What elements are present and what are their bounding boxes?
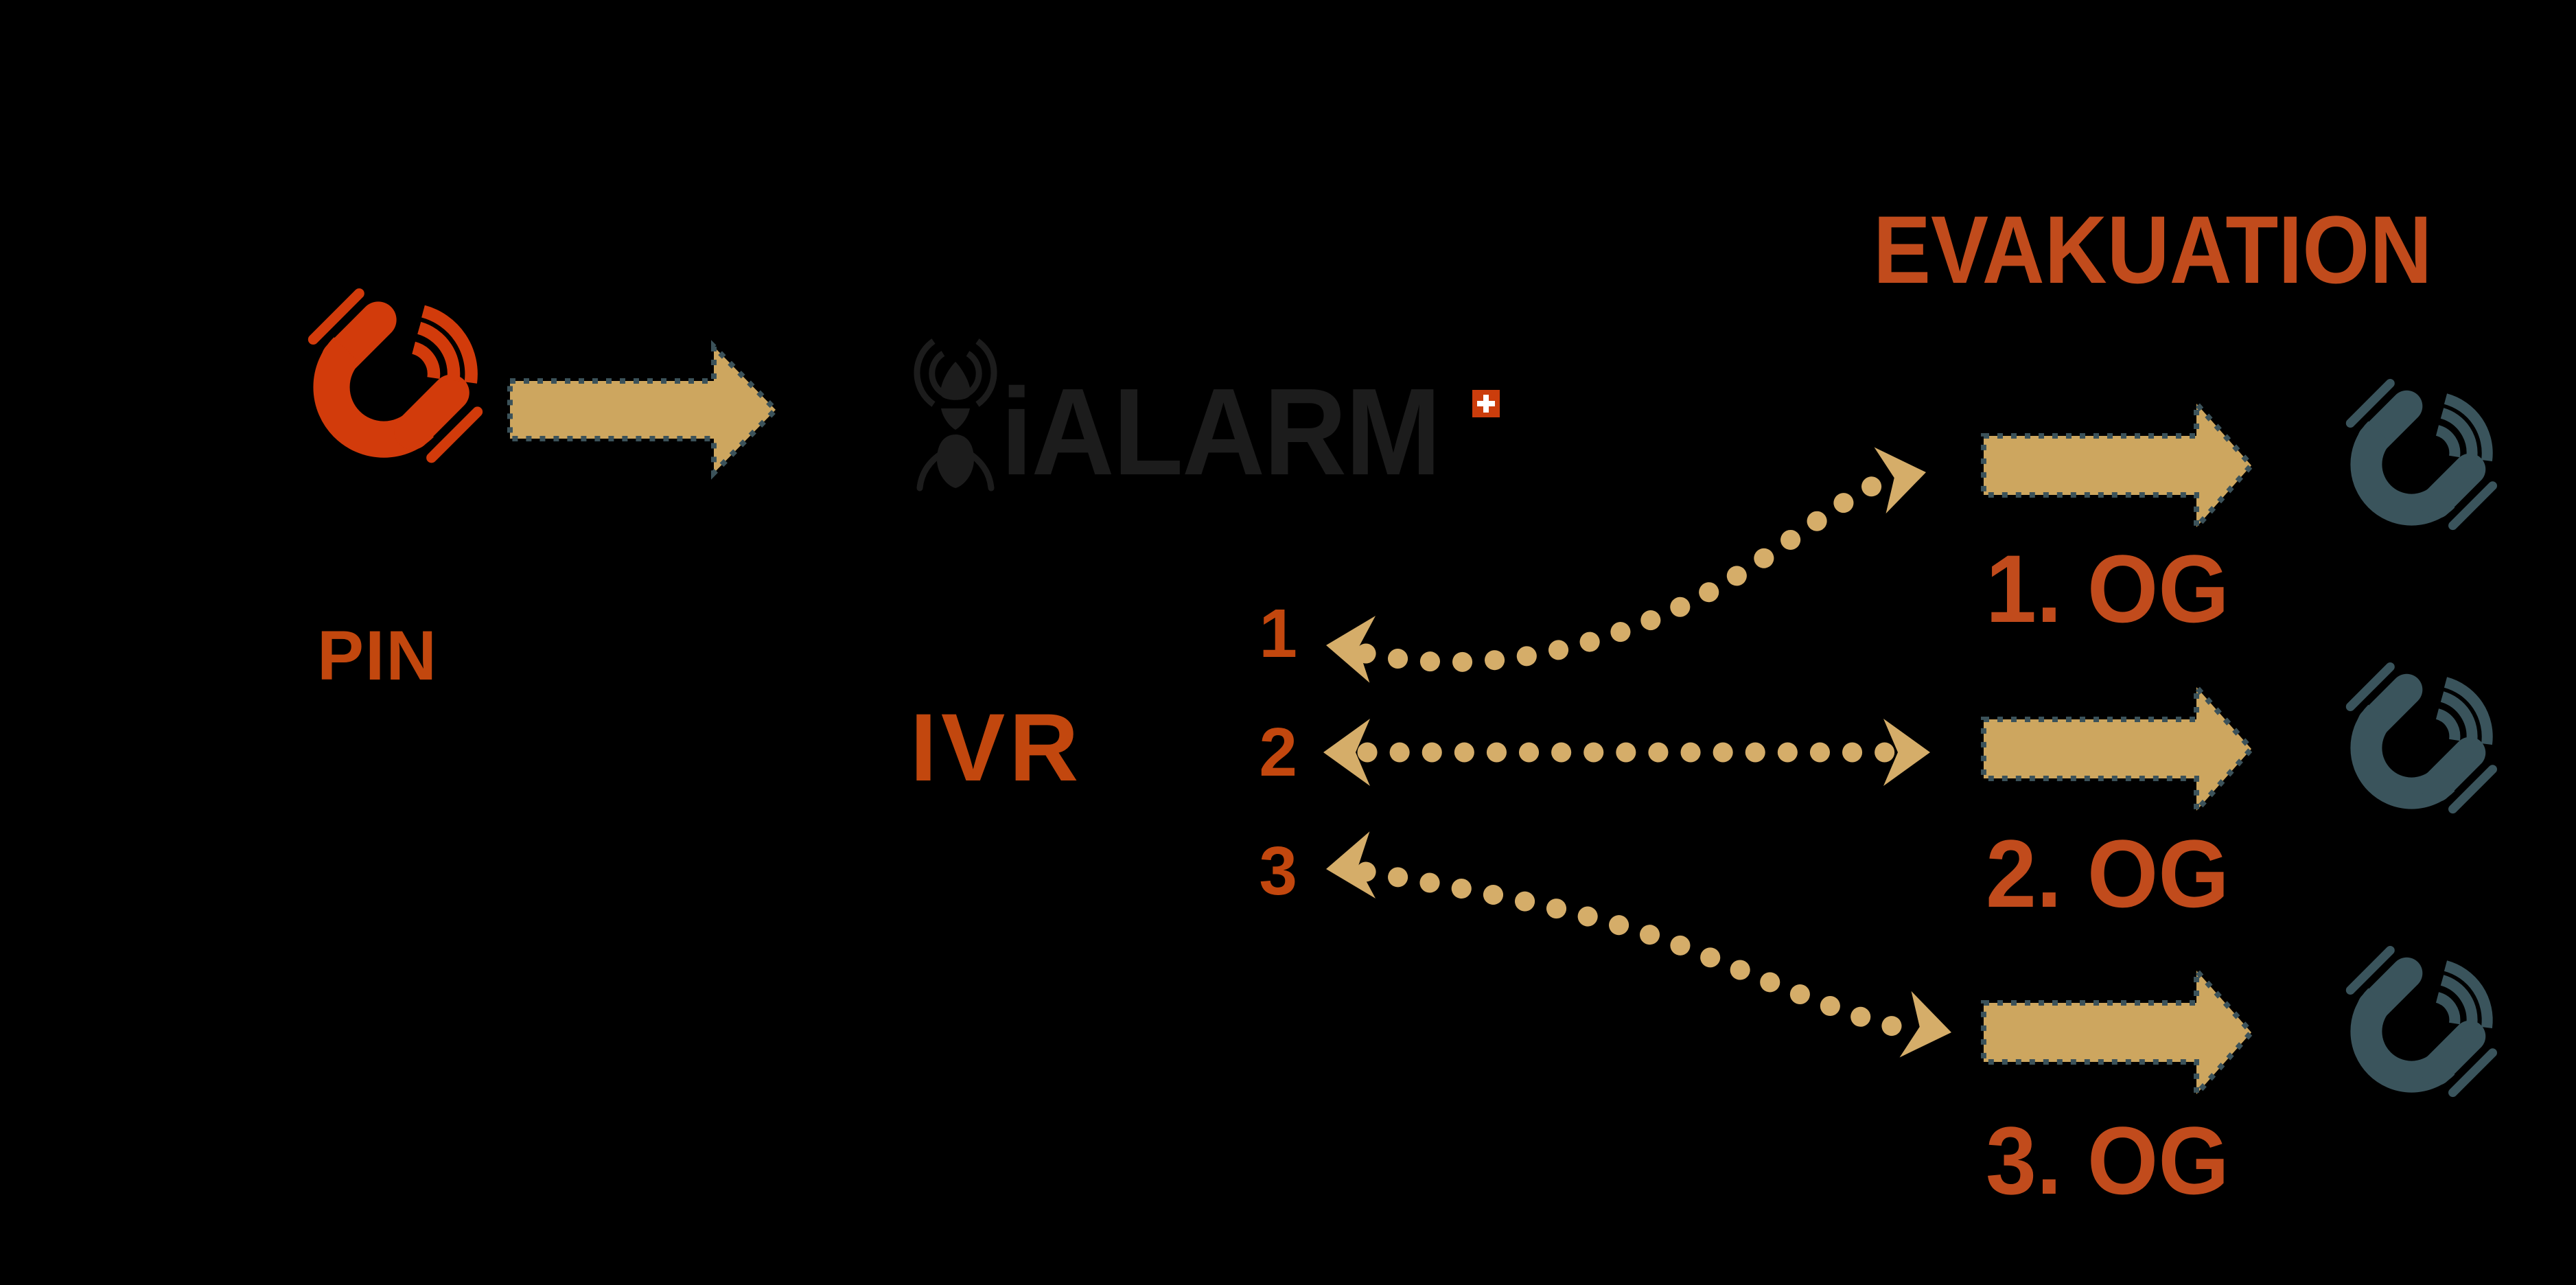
- dotted-connector-option1: [1356, 469, 1901, 672]
- floor1-phone-icon: [2325, 372, 2504, 551]
- caller-phone-icon: [284, 281, 491, 487]
- floor2-label: 2. OG: [1986, 820, 2229, 927]
- floor2-phone-icon: [2325, 656, 2504, 834]
- ialarm-logo-text: iALARM: [1001, 363, 1441, 501]
- evacuation-title: EVAKUATION: [1873, 196, 2433, 303]
- floor3-phone-icon: [2325, 939, 2504, 1118]
- ivr-label: IVR: [910, 693, 1083, 801]
- swiss-cross-icon: [1472, 390, 1500, 417]
- flow-arrow-caller-to-alarm-icon: [507, 340, 780, 480]
- connector3-right-arrowhead-icon: [1899, 991, 1958, 1066]
- ivr-option-2: 2: [1259, 714, 1297, 791]
- floor3-label: 3. OG: [1986, 1107, 2229, 1214]
- ivr-option-3: 3: [1259, 833, 1297, 910]
- floor3-arrow-icon: [1984, 971, 2251, 1094]
- floor2-arrow-icon: [1984, 687, 2251, 811]
- connector1-right-arrowhead-icon: [1874, 439, 1932, 514]
- ant-antenna-icon: [914, 338, 997, 491]
- dotted-connector-option3: [1356, 861, 1906, 1037]
- ivr-option-1: 1: [1259, 595, 1297, 672]
- floor1-label: 1. OG: [1986, 535, 2229, 642]
- floor1-arrow-icon: [1984, 404, 2251, 527]
- pin-label: PIN: [316, 616, 439, 695]
